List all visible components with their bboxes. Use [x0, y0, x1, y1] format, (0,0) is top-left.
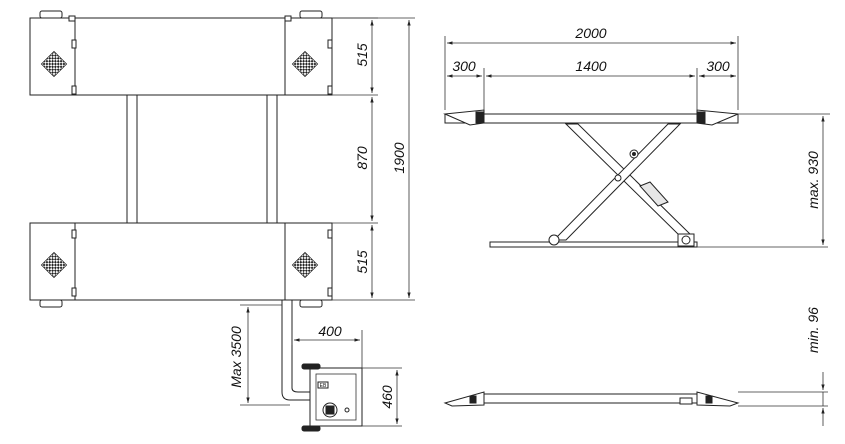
control-box-label: EB	[320, 383, 327, 389]
dim-400-label: 400	[318, 323, 342, 339]
dim-box-offset: 400	[291, 323, 363, 368]
upper-platform	[29, 10, 333, 96]
dim-side-overall: 2000	[444, 25, 739, 110]
dim-300-right-label: 300	[706, 58, 730, 74]
dim-min-height: min. 96	[805, 307, 825, 426]
dim-side-segments: 300 1400 300	[447, 58, 736, 110]
dim-max-3500-label: Max 3500	[228, 326, 244, 388]
dim-lower-platform: 515	[332, 225, 415, 301]
dim-515-upper-label: 515	[354, 43, 370, 67]
dim-min-96-label: min. 96	[805, 307, 821, 353]
dim-gap: 870	[332, 97, 378, 224]
side-view-lowered	[443, 391, 828, 407]
hydraulic-hose	[281, 300, 310, 401]
control-box: EB	[301, 363, 363, 432]
dim-max-930-label: max. 930	[805, 151, 821, 209]
dim-max-height: max. 930	[738, 113, 830, 245]
top-view: EB 515 870 515 1900	[29, 10, 415, 432]
dim-overall-length: 1900	[332, 17, 415, 298]
dim-515-lower-label: 515	[354, 250, 370, 274]
dim-460-label: 460	[379, 385, 395, 409]
dim-upper-platform: 515	[332, 17, 378, 96]
dim-870-label: 870	[354, 146, 370, 170]
cross-rails	[126, 94, 278, 224]
indicator-light	[344, 407, 350, 413]
dim-1900-label: 1900	[391, 142, 407, 173]
dim-box-height: 460	[362, 367, 402, 427]
dim-300-left-label: 300	[452, 58, 476, 74]
dim-hose-length: Max 3500	[228, 304, 290, 406]
dim-1400-label: 1400	[575, 58, 606, 74]
lower-platform	[29, 222, 333, 308]
side-view-raised	[443, 109, 828, 248]
dim-2000-label: 2000	[574, 25, 606, 41]
